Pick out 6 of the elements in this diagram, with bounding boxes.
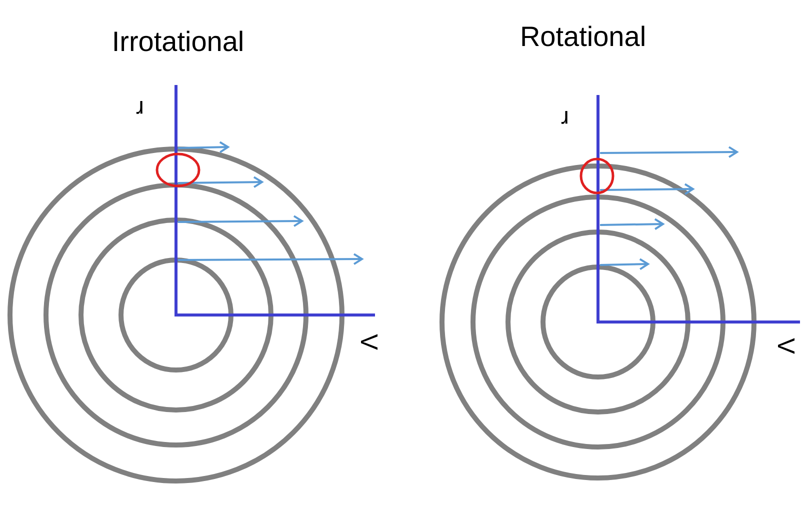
axis-label: r (561, 106, 569, 130)
axis-label: r (136, 96, 144, 120)
panel-title: Rotational (520, 23, 646, 51)
axis-label: V (356, 334, 380, 350)
panel-title: Irrotational (112, 28, 244, 56)
axis-label: V (773, 338, 797, 354)
